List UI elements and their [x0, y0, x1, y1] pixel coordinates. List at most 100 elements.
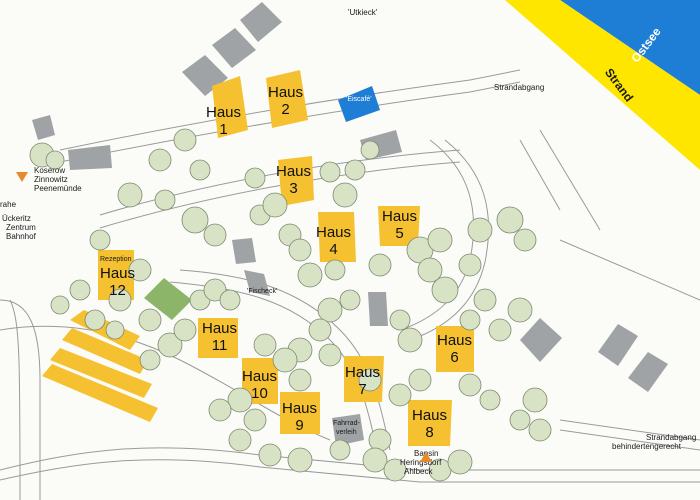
tree	[344, 159, 366, 181]
fahrradverleih-label-2: verleih	[336, 429, 357, 436]
tree	[157, 332, 183, 358]
house-8	[408, 400, 452, 446]
tree	[288, 368, 312, 392]
fischeck-label: 'Fischeck'	[247, 288, 278, 295]
tree	[208, 398, 232, 422]
parking	[42, 364, 158, 422]
tree	[272, 347, 298, 373]
tree	[447, 449, 473, 475]
tree	[189, 159, 211, 181]
tree	[258, 443, 282, 467]
tree	[459, 309, 481, 331]
tree	[117, 182, 143, 208]
tree	[496, 206, 524, 234]
house-10	[242, 358, 278, 404]
direction-bahnhof: Bahnhof	[6, 232, 36, 241]
utkieck-label: 'Utkieck'	[348, 8, 378, 17]
tree	[397, 327, 423, 353]
tree	[431, 276, 459, 304]
tree	[509, 409, 531, 431]
tree	[467, 217, 493, 243]
tree	[473, 288, 497, 312]
tree	[181, 206, 209, 234]
direction-heringsdorf: Heringsdorf	[400, 458, 442, 467]
grey-building	[628, 352, 668, 392]
tree	[507, 297, 533, 323]
trees	[29, 128, 552, 482]
tree	[479, 389, 501, 411]
tree	[458, 373, 482, 397]
green-field	[144, 278, 192, 320]
tree	[108, 288, 132, 312]
tree	[528, 418, 552, 442]
direction-koserow: Koserow	[34, 166, 66, 175]
beach-area	[505, 0, 700, 170]
tree	[408, 368, 432, 392]
tree	[203, 278, 227, 302]
rezeption-label: Rezeption	[100, 256, 132, 263]
grey-building	[244, 270, 270, 296]
tree	[50, 295, 70, 315]
direction-marker	[420, 452, 432, 462]
tree	[522, 387, 548, 413]
tree	[244, 167, 266, 189]
house-3	[278, 156, 314, 206]
tree	[219, 289, 241, 311]
direction-marker	[16, 172, 28, 182]
house-5	[378, 206, 420, 246]
tree	[332, 182, 358, 208]
house-9	[280, 392, 320, 434]
tree	[324, 259, 346, 281]
tree	[488, 318, 512, 342]
house-12	[98, 250, 134, 300]
tree	[89, 229, 111, 251]
tree	[368, 428, 392, 452]
strandabgang-label-2b: behindertengerecht	[612, 442, 681, 451]
parking	[50, 348, 152, 398]
tree	[383, 458, 407, 482]
tree	[513, 228, 537, 252]
tree	[105, 320, 125, 340]
eiscafe-label: 'Eiscafé'	[346, 96, 372, 103]
tree	[339, 289, 361, 311]
grey-building	[520, 318, 562, 362]
strandabgang-label-2: Strandabgang	[646, 433, 697, 442]
tree	[358, 368, 382, 392]
tree	[227, 387, 253, 413]
direction-ueckeritz: Ückeritz	[2, 214, 31, 223]
tree	[253, 333, 277, 357]
house-6	[436, 326, 474, 372]
grey-building	[598, 324, 638, 366]
fahrradverleih-label-1: Fahrrad-	[333, 420, 360, 427]
tree	[319, 161, 341, 183]
tree	[148, 148, 172, 172]
tree	[360, 140, 380, 160]
tree	[287, 447, 313, 473]
house-2	[266, 70, 308, 128]
grey-building	[332, 414, 364, 446]
house-1	[212, 76, 248, 138]
tree	[128, 258, 152, 282]
tree	[458, 253, 482, 277]
tree	[417, 257, 443, 283]
tree	[427, 227, 453, 253]
tree	[262, 192, 288, 218]
tree	[45, 150, 65, 170]
house-4	[318, 212, 356, 262]
tree	[203, 223, 227, 247]
tree	[368, 253, 392, 277]
grey-building	[232, 238, 256, 264]
